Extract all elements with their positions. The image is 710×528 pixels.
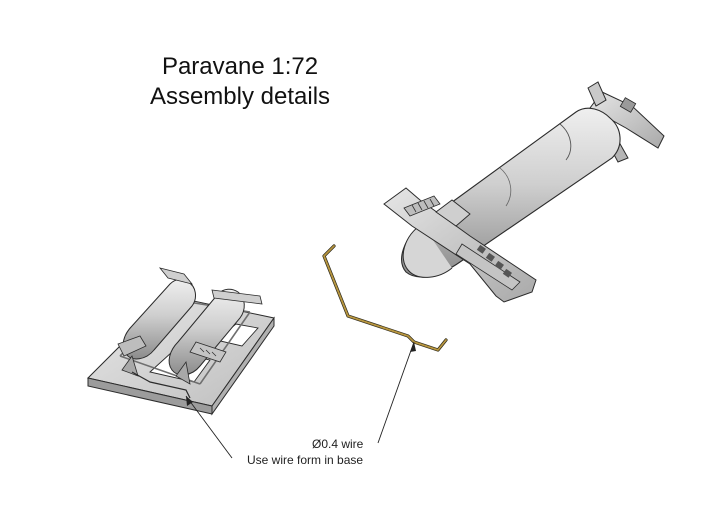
leader-lines (185, 341, 416, 459)
base-wire-form (131, 371, 191, 399)
page-title: Paravane 1:72 Assembly details (120, 52, 360, 112)
paravane-body (401, 107, 621, 278)
paravane-part-1 (117, 267, 196, 377)
front-wing (383, 187, 537, 303)
base-callout-label: Use wire form in base (247, 453, 364, 467)
title-line-1: Paravane 1:72 (161, 53, 319, 80)
title-line-2: Assembly details (149, 83, 331, 110)
base-plate-with-parts (87, 267, 275, 416)
wire-form (322, 244, 448, 352)
paravane-assembled (383, 81, 665, 303)
wire-callout-label: Ø0.4 wire (312, 437, 364, 451)
paravane-part-2 (168, 288, 263, 385)
wire-leader-line (377, 341, 415, 444)
base-leader-line (185, 395, 233, 459)
